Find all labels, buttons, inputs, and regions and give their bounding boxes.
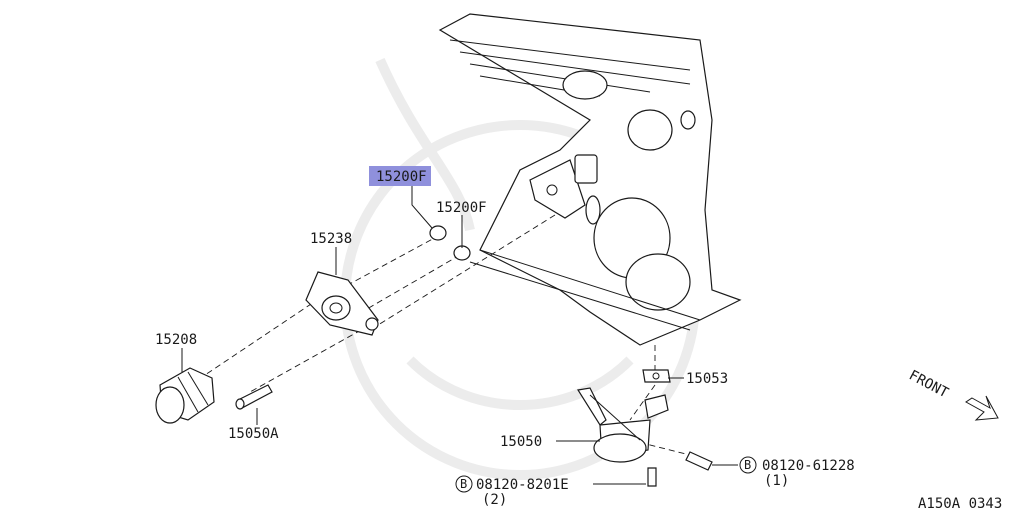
label-oil-filter[interactable]: 15208 <box>155 332 197 348</box>
bolt-b-circle-icon <box>739 456 757 474</box>
label-oil-cooler-seal[interactable]: 15200F <box>436 200 487 216</box>
front-direction-indicator: FRONT <box>906 367 999 421</box>
label-oil-strainer[interactable]: 15050 <box>500 434 542 450</box>
bolt-a-callout[interactable]: B 08120-8201E (2) <box>455 475 569 508</box>
bolt-a-circle-icon <box>455 475 473 493</box>
front-arrow-icon <box>965 395 999 421</box>
oil-filter-part <box>155 367 215 424</box>
engine-block <box>438 13 742 346</box>
seal-parts <box>429 225 471 261</box>
figure-code: A150A 0343 <box>918 496 1002 511</box>
highlight-box <box>369 166 431 186</box>
bolt-b-qty: (1) <box>764 473 789 489</box>
bolt-a-circle-letter: B <box>460 477 467 491</box>
label-oil-filter-bracket[interactable]: 15238 <box>310 231 352 247</box>
bolt-b-circle-letter: B <box>744 458 751 472</box>
label-highlighted-part[interactable]: 15200F <box>376 169 427 185</box>
front-label: FRONT <box>906 367 951 401</box>
oil-strainer-part <box>577 387 669 463</box>
bolt-a-number: 08120-8201E <box>476 477 569 493</box>
bolt-a-qty: (2) <box>482 492 507 508</box>
label-oil-pan-gasket[interactable]: 15053 <box>686 371 728 387</box>
oil-pan-gasket-part <box>642 369 671 383</box>
label-connector-bolt[interactable]: 15050A <box>228 426 279 442</box>
oil-filter-bracket-part <box>305 271 379 336</box>
bolt-parts <box>647 451 713 487</box>
label-leaders <box>181 186 738 485</box>
bolt-b-callout[interactable]: B 08120-61228 (1) <box>739 456 855 489</box>
connector-bolt-part <box>235 384 273 410</box>
bolt-b-number: 08120-61228 <box>762 458 855 474</box>
